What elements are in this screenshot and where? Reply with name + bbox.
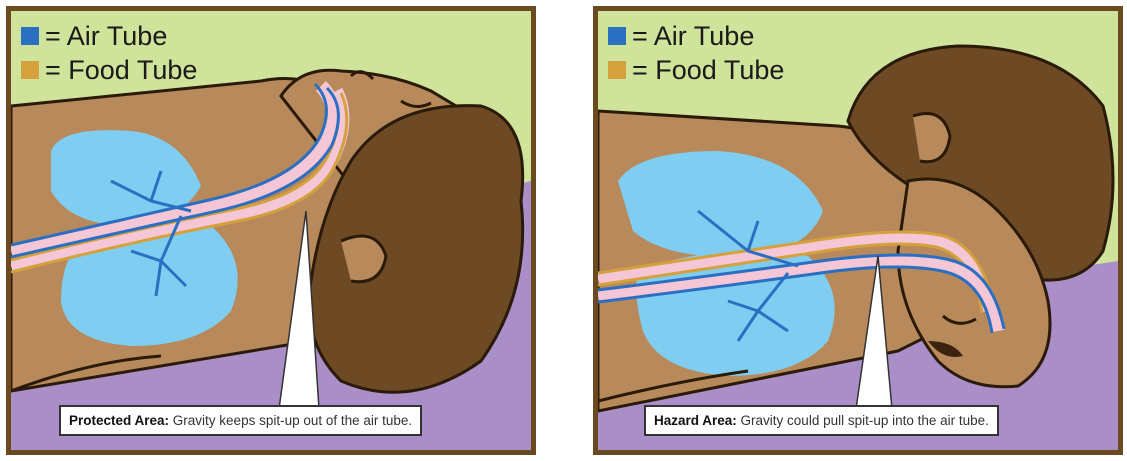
air-tube-swatch (21, 27, 39, 45)
air-tube-swatch (608, 27, 626, 45)
hazard-area-callout: Hazard Area: Gravity could pull spit-up … (644, 405, 999, 436)
legend-food-label: = Food Tube (45, 53, 197, 87)
callout-title: Hazard Area: (654, 413, 737, 428)
legend-air-label: = Air Tube (632, 19, 754, 53)
legend-food-label: = Food Tube (632, 53, 784, 87)
protected-panel: = Air Tube = Food Tube Protected Area: G… (6, 6, 536, 455)
legend: = Air Tube = Food Tube (608, 19, 784, 87)
legend-air-row: = Air Tube (608, 19, 784, 53)
food-tube-swatch (21, 61, 39, 79)
food-tube-swatch (608, 61, 626, 79)
hazard-panel: = Air Tube = Food Tube Hazard Area: Grav… (593, 6, 1123, 455)
legend-food-row: = Food Tube (21, 53, 197, 87)
callout-title: Protected Area: (69, 413, 169, 428)
protected-area-callout: Protected Area: Gravity keeps spit-up ou… (59, 405, 422, 436)
callout-text: Gravity could pull spit-up into the air … (741, 413, 989, 428)
legend-air-row: = Air Tube (21, 19, 197, 53)
legend-food-row: = Food Tube (608, 53, 784, 87)
callout-text: Gravity keeps spit-up out of the air tub… (173, 413, 412, 428)
legend: = Air Tube = Food Tube (21, 19, 197, 87)
legend-air-label: = Air Tube (45, 19, 167, 53)
